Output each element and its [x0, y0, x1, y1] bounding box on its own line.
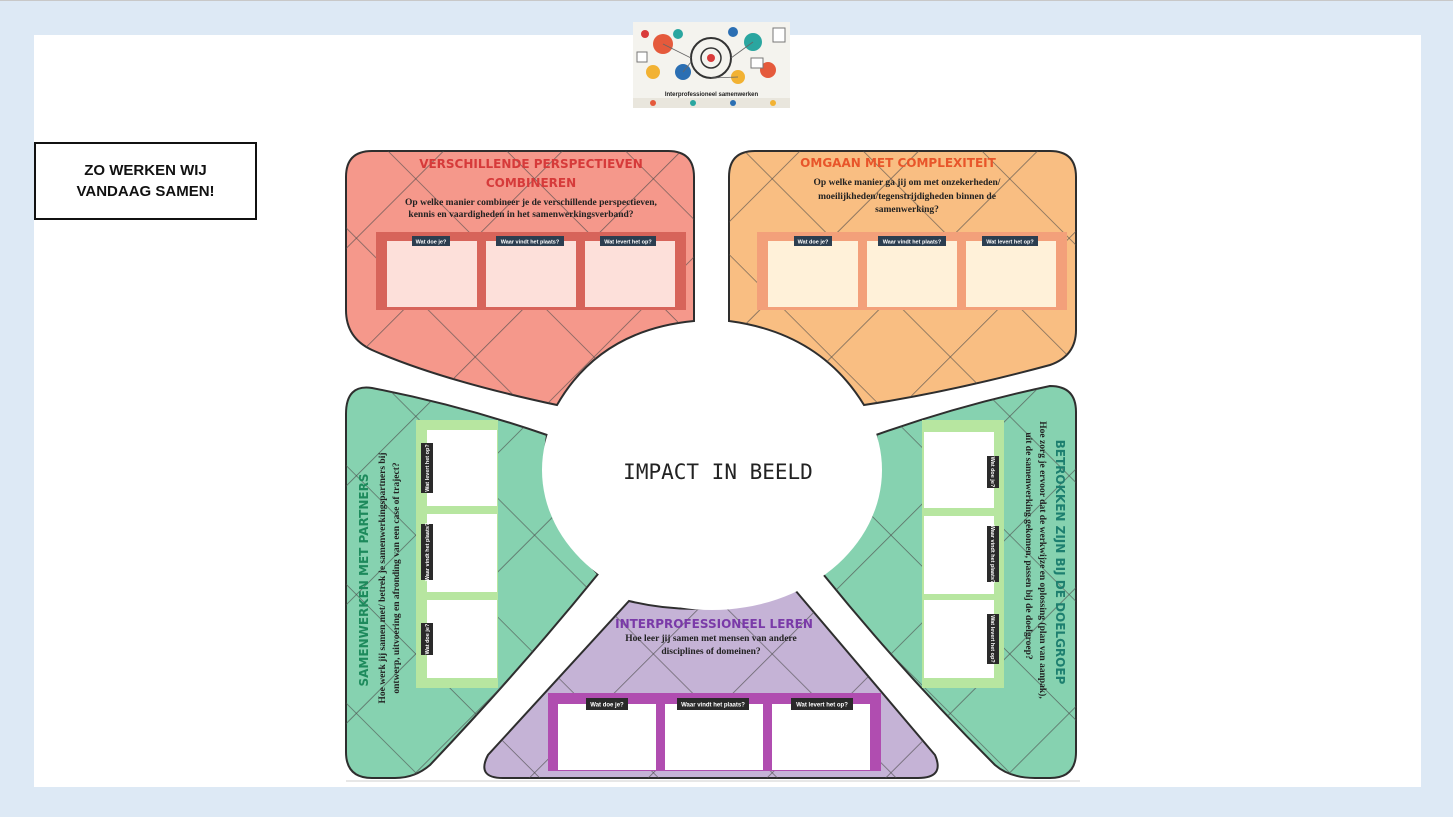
complexity-title-1: OMGAAN MET COMPLEXITEIT	[800, 156, 996, 170]
learning-box-where	[665, 704, 763, 770]
target-label-where: Waar vindt het plaats?	[989, 525, 995, 584]
perspectives-label-where: Waar vindt het plaats?	[501, 240, 560, 246]
complexity-box-result	[966, 241, 1056, 307]
logo-caption: Interprofessioneel samenwerken	[664, 92, 759, 98]
center-circle	[542, 330, 882, 610]
partners-question-1: Hoe werk jij samen met/ betrek je samenw…	[378, 452, 388, 703]
perspectives-title-1: VERSCHILLENDE PERSPECTIEVEN	[419, 157, 643, 171]
logo-graphic	[633, 22, 790, 108]
learning-question-2: disciplines of domeinen?	[661, 647, 760, 657]
section-partners: Wat levert het op? Waar vindt het plaats…	[345, 386, 600, 779]
section-complexity: Wat doe je? Waar vindt het plaats? Wat l…	[728, 150, 1077, 407]
learning-label-where: Waar vindt het plaats?	[681, 703, 745, 709]
perspectives-box-what	[387, 241, 477, 307]
perspectives-question-1: Op welke manier combineer je de verschil…	[405, 198, 658, 208]
complexity-label-what: Wat doe je?	[798, 240, 829, 246]
partners-box-what	[427, 600, 497, 678]
partners-box-where	[427, 514, 497, 592]
learning-title-1: INTERPROFESSIONEEL LEREN	[615, 617, 813, 631]
partners-label-where: Waar vindt het plaats?	[425, 522, 431, 581]
section-perspectives: Wat doe je? Waar vindt het plaats? Wat l…	[345, 150, 695, 407]
center-circle-group: IMPACT IN BEELD	[542, 330, 882, 610]
target-title-1: BETROKKEN ZIJN BIJ DE DOELGROEP	[1053, 440, 1067, 685]
perspectives-label-what: Wat doe je?	[416, 240, 447, 246]
complexity-question-2: moeilijkheden/tegenstrijdigheden binnen …	[818, 192, 996, 202]
partners-question-2: ontwerp, uitvoering en afronding van een…	[392, 462, 402, 693]
heading-text: ZO WERKEN WIJ VANDAAG SAMEN!	[76, 162, 215, 200]
perspectives-label-result: Wat levert het op?	[604, 240, 652, 246]
perspectives-title-2: COMBINEREN	[486, 176, 576, 190]
section-target: Wat doe je? Waar vindt het plaats? Wat l…	[821, 384, 1077, 779]
perspectives-question-2: kennis en vaardigheden in het samenwerki…	[408, 210, 633, 220]
complexity-question-1: Op welke manier ga jij om met onzekerhed…	[814, 178, 1001, 188]
target-question-1: Hoe zorg je ervoor dat de werkwijze en o…	[1037, 421, 1048, 699]
heading-box: ZO WERKEN WIJ VANDAAG SAMEN!	[34, 142, 257, 220]
perspectives-box-result	[585, 241, 675, 307]
partners-box-result	[427, 430, 497, 506]
partners-title-1: SAMENWERKEN MET PARTNERS	[357, 474, 371, 687]
complexity-label-where: Waar vindt het plaats?	[883, 240, 942, 246]
target-label-result: Wat levert het op?	[989, 615, 995, 663]
learning-question-1: Hoe leer jij samen met mensen van andere	[625, 634, 796, 644]
window-top-border	[0, 0, 1453, 1]
section-learning: Wat doe je? Waar vindt het plaats? Wat l…	[483, 588, 939, 779]
learning-box-what	[558, 704, 656, 770]
target-question-2: uit de samenwerking gekomen, passen bij …	[1023, 432, 1033, 660]
logo-image: Interprofessioneel samenwerken	[633, 22, 790, 108]
target-label-what: Wat doe je?	[989, 457, 995, 488]
partners-label-result: Wat levert het op?	[425, 444, 431, 492]
complexity-box-where	[867, 241, 957, 307]
complexity-label-result: Wat levert het op?	[986, 240, 1034, 246]
partners-label-what: Wat doe je?	[425, 623, 431, 654]
learning-label-what: Wat doe je?	[590, 703, 624, 709]
complexity-box-what	[768, 241, 858, 307]
target-box-what	[924, 432, 994, 508]
target-box-where	[924, 516, 994, 594]
learning-label-result: Wat levert het op?	[796, 703, 848, 709]
target-box-result	[924, 600, 994, 678]
complexity-question-3: samenwerking?	[875, 205, 939, 215]
perspectives-box-where	[486, 241, 576, 307]
center-title: IMPACT IN BEELD	[623, 460, 813, 484]
learning-box-result	[772, 704, 870, 770]
